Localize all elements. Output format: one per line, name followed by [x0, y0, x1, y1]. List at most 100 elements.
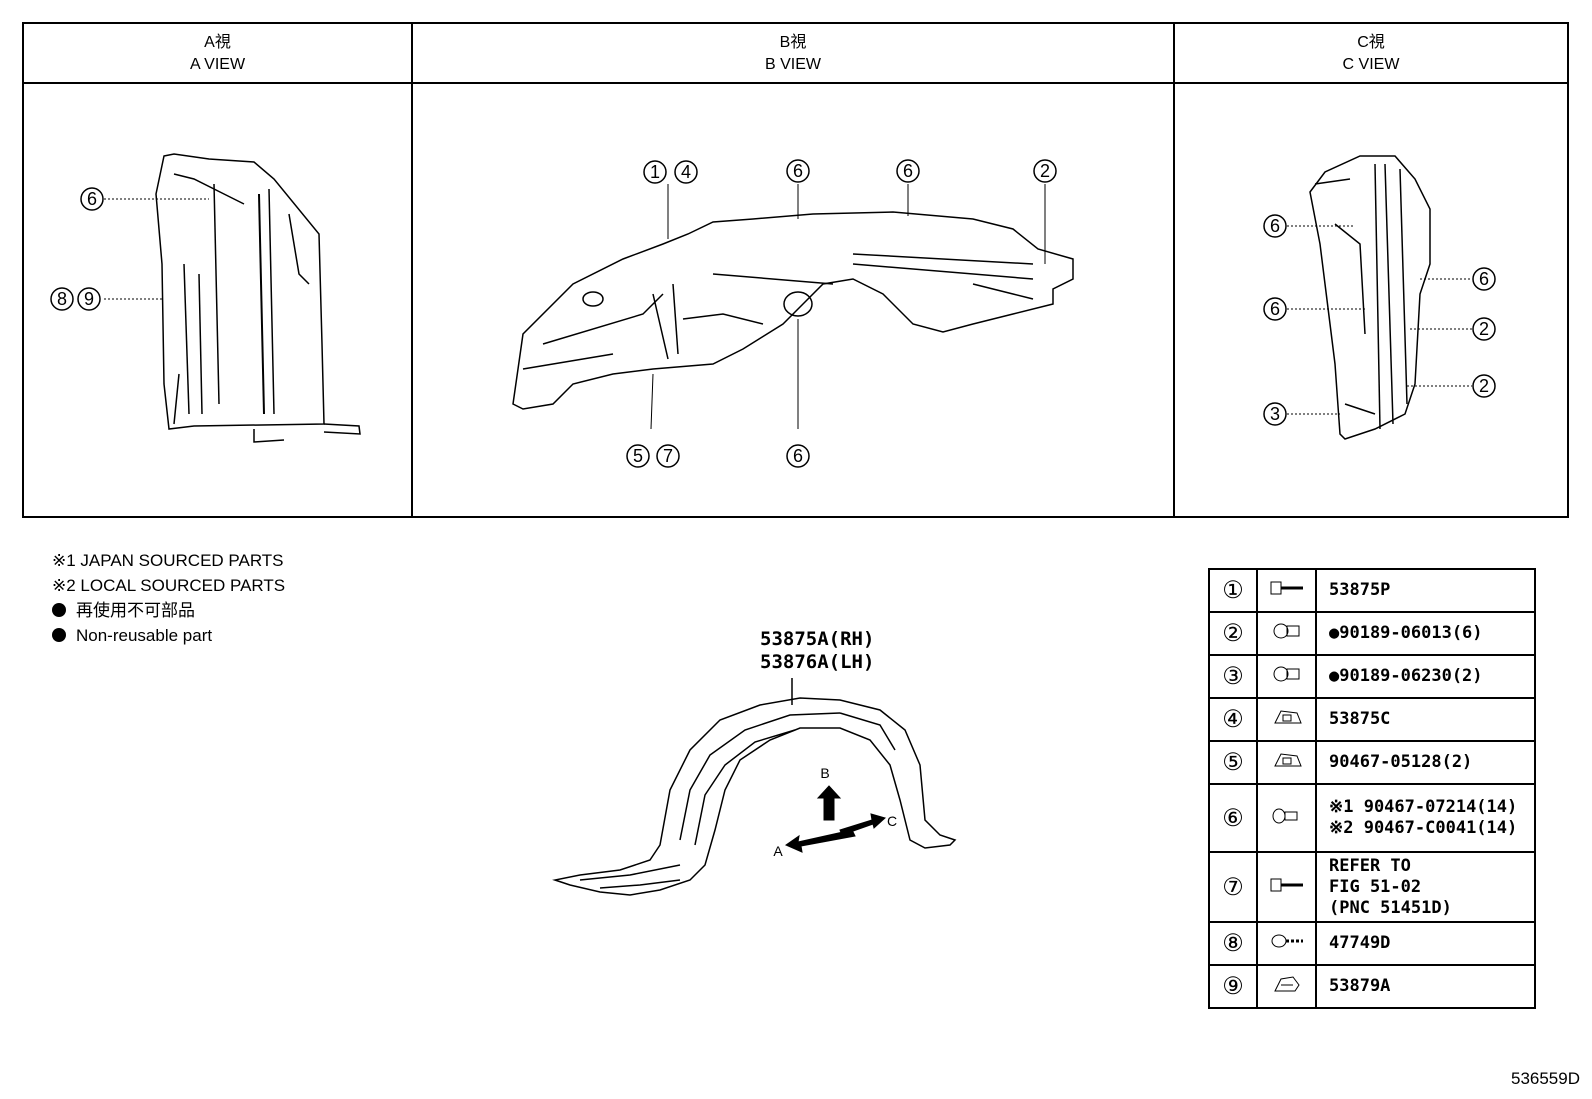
main-part-lh: 53876A(LH) [760, 651, 875, 673]
note-local-sourced: ※2 LOCAL SOURCED PARTS [52, 576, 286, 595]
a-view-title-en: A VIEW [189, 56, 246, 73]
c-callout-6c: 6 [1479, 269, 1489, 289]
note-nonreusable-en: Non-reusable part [76, 626, 213, 645]
grommet-icon [1256, 921, 1317, 966]
push-clip-icon [1256, 783, 1317, 853]
c-callout-3: 3 [1270, 404, 1280, 424]
main-liner-drawing: B A C [552, 678, 957, 896]
arrow-a-icon [784, 829, 856, 853]
bracket-icon [1256, 964, 1317, 1009]
note-japan-sourced: ※1 JAPAN SOURCED PARTS [52, 551, 284, 570]
c-callout-6a: 6 [1270, 216, 1280, 236]
part-code-1: 53875P [1315, 568, 1536, 613]
views-frame: A視 A VIEW [22, 22, 1569, 518]
b-view-panel: B視 B VIEW [411, 24, 1173, 516]
b-callout-2: 2 [1040, 161, 1050, 181]
a-view-header: A視 A VIEW [24, 24, 411, 84]
clip-icon [1256, 654, 1317, 699]
bullet-icon [52, 628, 66, 642]
c-view-liner-outline [1309, 155, 1431, 440]
b-view-drawing: 1 4 6 6 2 5 7 6 [413, 84, 1173, 516]
main-part-rh: 53875A(RH) [760, 628, 875, 650]
b-callout-5: 5 [633, 446, 643, 466]
part-code-7-line3: (PNC 51451D) [1329, 897, 1452, 918]
c-callout-2a: 2 [1479, 319, 1489, 339]
parts-table: ① 53875P ② ●90189-06013(6) ③ ●90189-0623… [1208, 568, 1536, 1009]
a-callout-9: 9 [84, 289, 94, 309]
b-view-title-jp: B視 [779, 34, 807, 51]
arrow-b-icon [816, 785, 842, 821]
a-view-liner-outline [155, 153, 325, 430]
b-callout-6a: 6 [793, 161, 803, 181]
part-code-6: ※1 90467-07214(14) ※2 90467-C0041(14) [1315, 783, 1536, 853]
parts-row: ⑨ 53879A [1208, 964, 1536, 1009]
c-view-svg: 6 6 6 2 2 3 [1263, 155, 1496, 440]
arrow-a-label: A [773, 843, 783, 859]
c-callout-6b: 6 [1270, 299, 1280, 319]
b-callout-6b: 6 [903, 161, 913, 181]
arrow-c-icon [839, 813, 887, 836]
b-callout-1: 1 [650, 162, 660, 182]
c-view-title-en: C VIEW [1342, 56, 1400, 73]
note-nonreusable-jp-row: 再使用不可部品 [52, 598, 285, 623]
c-view-panel: C視 C VIEW [1173, 24, 1567, 516]
a-view-title-jp: A視 [204, 34, 231, 51]
screw-icon [1256, 568, 1317, 613]
note-nonreusable-jp: 再使用不可部品 [76, 601, 195, 620]
part-code-9: 53879A [1315, 964, 1536, 1009]
a-callout-6: 6 [87, 189, 97, 209]
part-code-7-line2: FIG 51-02 [1329, 876, 1422, 897]
part-number-2: ② [1208, 611, 1258, 656]
c-view-title-jp: C視 [1357, 34, 1385, 51]
parts-row: ① 53875P [1208, 568, 1536, 613]
part-number-7: ⑦ [1208, 851, 1258, 923]
a-view-panel: A視 A VIEW [24, 24, 411, 516]
nut-icon [1256, 697, 1317, 742]
parts-row: ⑥ ※1 90467-07214(14) ※2 90467-C0041(14) [1208, 783, 1536, 853]
part-code-3: ●90189-06230(2) [1315, 654, 1536, 699]
bullet-icon [52, 603, 66, 617]
part-code-4: 53875C [1315, 697, 1536, 742]
parts-row: ④ 53875C [1208, 697, 1536, 742]
part-code-8: 47749D [1315, 921, 1536, 966]
note-nonreusable-en-row: Non-reusable part [52, 623, 285, 648]
b-view-title-en: B VIEW [764, 56, 821, 73]
parts-row: ⑦ REFER TO FIG 51-02 (PNC 51451D) [1208, 851, 1536, 923]
part-code-5: 90467-05128(2) [1315, 740, 1536, 785]
a-view-drawing: 6 8 9 [24, 84, 411, 516]
part-number-6: ⑥ [1208, 783, 1258, 853]
part-code-2: ●90189-06013(6) [1315, 611, 1536, 656]
a-view-svg: 6 8 9 [50, 153, 361, 443]
main-part-label: 53875A(RH) 53876A(LH) [760, 628, 874, 674]
b-callout-7: 7 [663, 446, 673, 466]
part-number-8: ⑧ [1208, 921, 1258, 966]
screw-icon [1256, 851, 1317, 923]
c-callout-2b: 2 [1479, 376, 1489, 396]
part-number-4: ④ [1208, 697, 1258, 742]
b-callout-6c: 6 [793, 446, 803, 466]
part-code-7-line1: REFER TO [1329, 855, 1411, 876]
parts-row: ⑤ 90467-05128(2) [1208, 740, 1536, 785]
figure-number: 536559D [1510, 1069, 1580, 1088]
c-view-header: C視 C VIEW [1175, 24, 1567, 84]
b-view-header: B視 B VIEW [413, 24, 1173, 84]
b-view-liner-outline [512, 211, 1074, 410]
part-number-9: ⑨ [1208, 964, 1258, 1009]
c-view-drawing: 6 6 6 2 2 3 [1175, 84, 1567, 516]
b-view-svg: 1 4 6 6 2 5 7 6 [512, 159, 1074, 468]
arrow-b-label: B [820, 765, 829, 781]
part-code-7: REFER TO FIG 51-02 (PNC 51451D) [1315, 851, 1536, 923]
part-number-3: ③ [1208, 654, 1258, 699]
a-callout-8: 8 [57, 289, 67, 309]
part-code-6-local: ※2 90467-C0041(14) [1329, 818, 1518, 838]
part-number-5: ⑤ [1208, 740, 1258, 785]
part-number-1: ① [1208, 568, 1258, 613]
parts-row: ② ●90189-06013(6) [1208, 611, 1536, 656]
parts-row: ③ ●90189-06230(2) [1208, 654, 1536, 699]
nut-icon [1256, 740, 1317, 785]
notes-legend: ※1 JAPAN SOURCED PARTS ※2 LOCAL SOURCED … [52, 548, 285, 648]
part-code-6-japan: ※1 90467-07214(14) [1329, 797, 1518, 817]
arrow-c-label: C [887, 813, 897, 829]
parts-row: ⑧ 47749D [1208, 921, 1536, 966]
b-callout-4: 4 [681, 162, 691, 182]
